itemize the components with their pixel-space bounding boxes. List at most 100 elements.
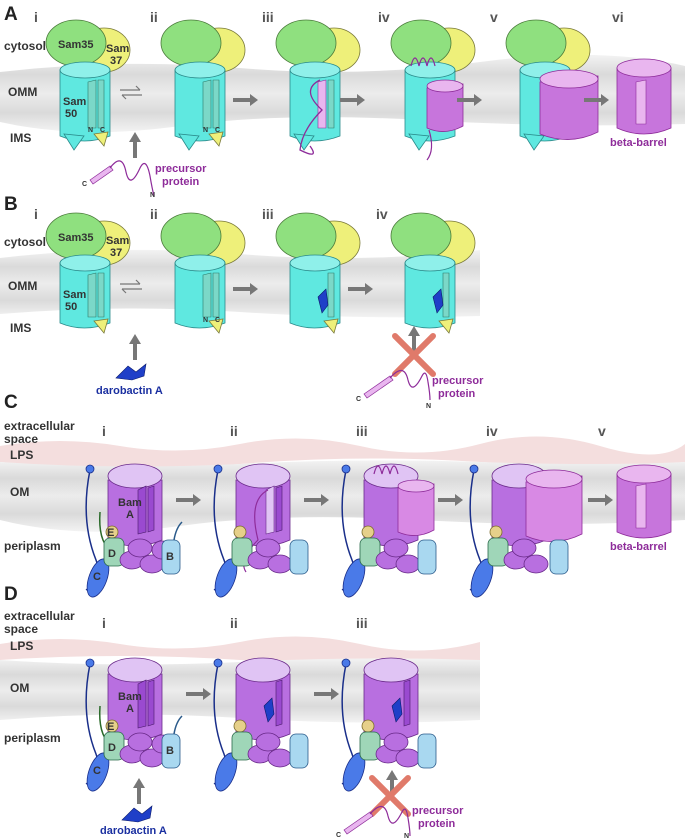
panel-c-region-lps: LPS [10,448,33,462]
beta-barrel-a-vi [616,58,672,135]
bam-complex-d-iii [341,657,437,792]
barrel-label-c: beta-barrel [610,541,667,553]
panel-b-region-omm: OMM [8,279,37,293]
process-arrow-a-4 [584,94,609,106]
panel-a-region-omm: OMM [8,85,37,99]
bam-d-label-c: D [108,548,116,560]
panel-c-letter: C [4,392,18,413]
terminus-c-b-ii: C [215,317,220,324]
bam-complex-c-iv [469,463,583,598]
panel-d-step-ii: ii [230,615,238,631]
precursor-n-a: N [150,192,155,199]
barrel-label-a: beta-barrel [610,137,667,149]
equilibrium-arrow-b [120,279,142,294]
process-arrow-d-1 [186,688,211,700]
panel-d-region-om: OM [10,681,29,695]
panel-c-region-extracellular-2: space [4,432,38,446]
precursor-protein-d [343,805,411,837]
sam-complex-a-ii [160,19,246,151]
bam-e-label-d: E [107,721,114,733]
panel-c-step-ii: ii [230,423,238,439]
precursor-label-a-2: protein [162,176,200,188]
panel-a-step-i: i [34,9,38,25]
panel-d-step-i: i [102,615,106,631]
terminus-c-a-ii: C [215,127,220,134]
sam37-label-b-2: 37 [110,247,122,259]
panel-b-letter: B [4,194,18,215]
precursor-label-b-2: protein [438,388,476,400]
bam-d-label-d: D [108,742,116,754]
input-arrow-d [133,778,145,804]
panel-c-region-periplasm: periplasm [4,539,61,553]
sam37-label-a-2: 37 [110,55,122,67]
sam-complex-b-iv [390,212,476,334]
panel-d-region-lps: LPS [10,639,33,653]
process-arrow-b-1 [233,283,258,295]
precursor-label-d-1: precursor [412,805,464,817]
process-arrow-b-2 [348,283,373,295]
panel-d-letter: D [4,584,18,605]
bam-e-label-c: E [107,527,114,539]
sam35-label-a: Sam35 [58,39,93,51]
panel-a-step-v: v [490,9,498,25]
process-arrow-c-4 [588,494,613,506]
panel-a: A cytosol OMM IMS i ii iii iv v vi Sam35… [0,4,685,199]
panel-b-step-i: i [34,206,38,222]
block-cross-d [369,775,411,817]
sam-complex-a-iv [390,19,476,161]
panel-a-step-iii: iii [262,9,274,25]
sam-complex-a-i [45,19,131,151]
precursor-n-d: N [404,833,409,839]
panel-c-step-iv: iv [486,423,498,439]
panel-c-region-om: OM [10,485,29,499]
sam50-label-b-1: Sam [63,289,86,301]
terminus-c-a-i: C [100,127,105,134]
sam35-label-b: Sam35 [58,232,93,244]
blocked-arrow-b [408,326,420,358]
bam-complex-d-ii [213,657,309,792]
bam-complex-d-i [85,657,183,792]
panel-c-lps [0,436,685,469]
bam-c-label-d: C [93,765,101,777]
panel-a-region-ims: IMS [10,131,31,145]
bam-c-label-c: C [93,571,101,583]
panel-b-region-ims: IMS [10,321,31,335]
blocked-arrow-d [386,770,398,800]
bam-a-label-d-1: Bam [118,691,142,703]
equilibrium-arrow-a [120,85,142,100]
bam-b-label-d: B [166,745,174,757]
panel-a-step-ii: ii [150,9,158,25]
panel-d-step-iii: iii [356,615,368,631]
process-arrow-c-1 [176,494,201,506]
bam-complex-c-iii [341,463,437,598]
sam37-label-b-1: Sam [106,235,129,247]
panel-b-membrane [0,249,480,318]
sam50-label-b-2: 50 [65,301,77,313]
precursor-protein-a [89,160,155,197]
sam37-label-a-1: Sam [106,43,129,55]
precursor-c-a: C [82,181,87,188]
precursor-label-b-1: precursor [432,375,484,387]
sam-complex-b-iii [275,212,361,334]
panel-c-region-extracellular-1: extracellular [4,419,75,433]
precursor-label-a-1: precursor [155,163,207,175]
panel-a-region-cytosol: cytosol [4,39,46,53]
sam50-label-a-2: 50 [65,108,77,120]
terminus-n-a-ii: N [203,127,208,134]
bam-b-label-c: B [166,551,174,563]
panel-b: B cytosol OMM IMS i ii iii iv Sam35 Sam … [0,194,484,410]
process-arrow-a-3 [457,94,482,106]
panel-b-step-iii: iii [262,206,274,222]
terminus-n-b-ii: N [203,317,208,324]
bam-complex-c-ii [213,463,309,598]
process-arrow-c-2 [304,494,329,506]
panel-d: D extracellular space LPS OM periplasm i… [0,584,480,839]
bam-a-label-c-1: Bam [118,497,142,509]
precursor-n-b: N [426,403,431,410]
sam-complex-a-iii [275,19,361,155]
sam-complex-a-v [505,19,599,151]
panel-a-letter: A [4,4,18,25]
precursor-label-d-2: protein [418,818,456,830]
panel-b-step-iv: iv [376,206,388,222]
